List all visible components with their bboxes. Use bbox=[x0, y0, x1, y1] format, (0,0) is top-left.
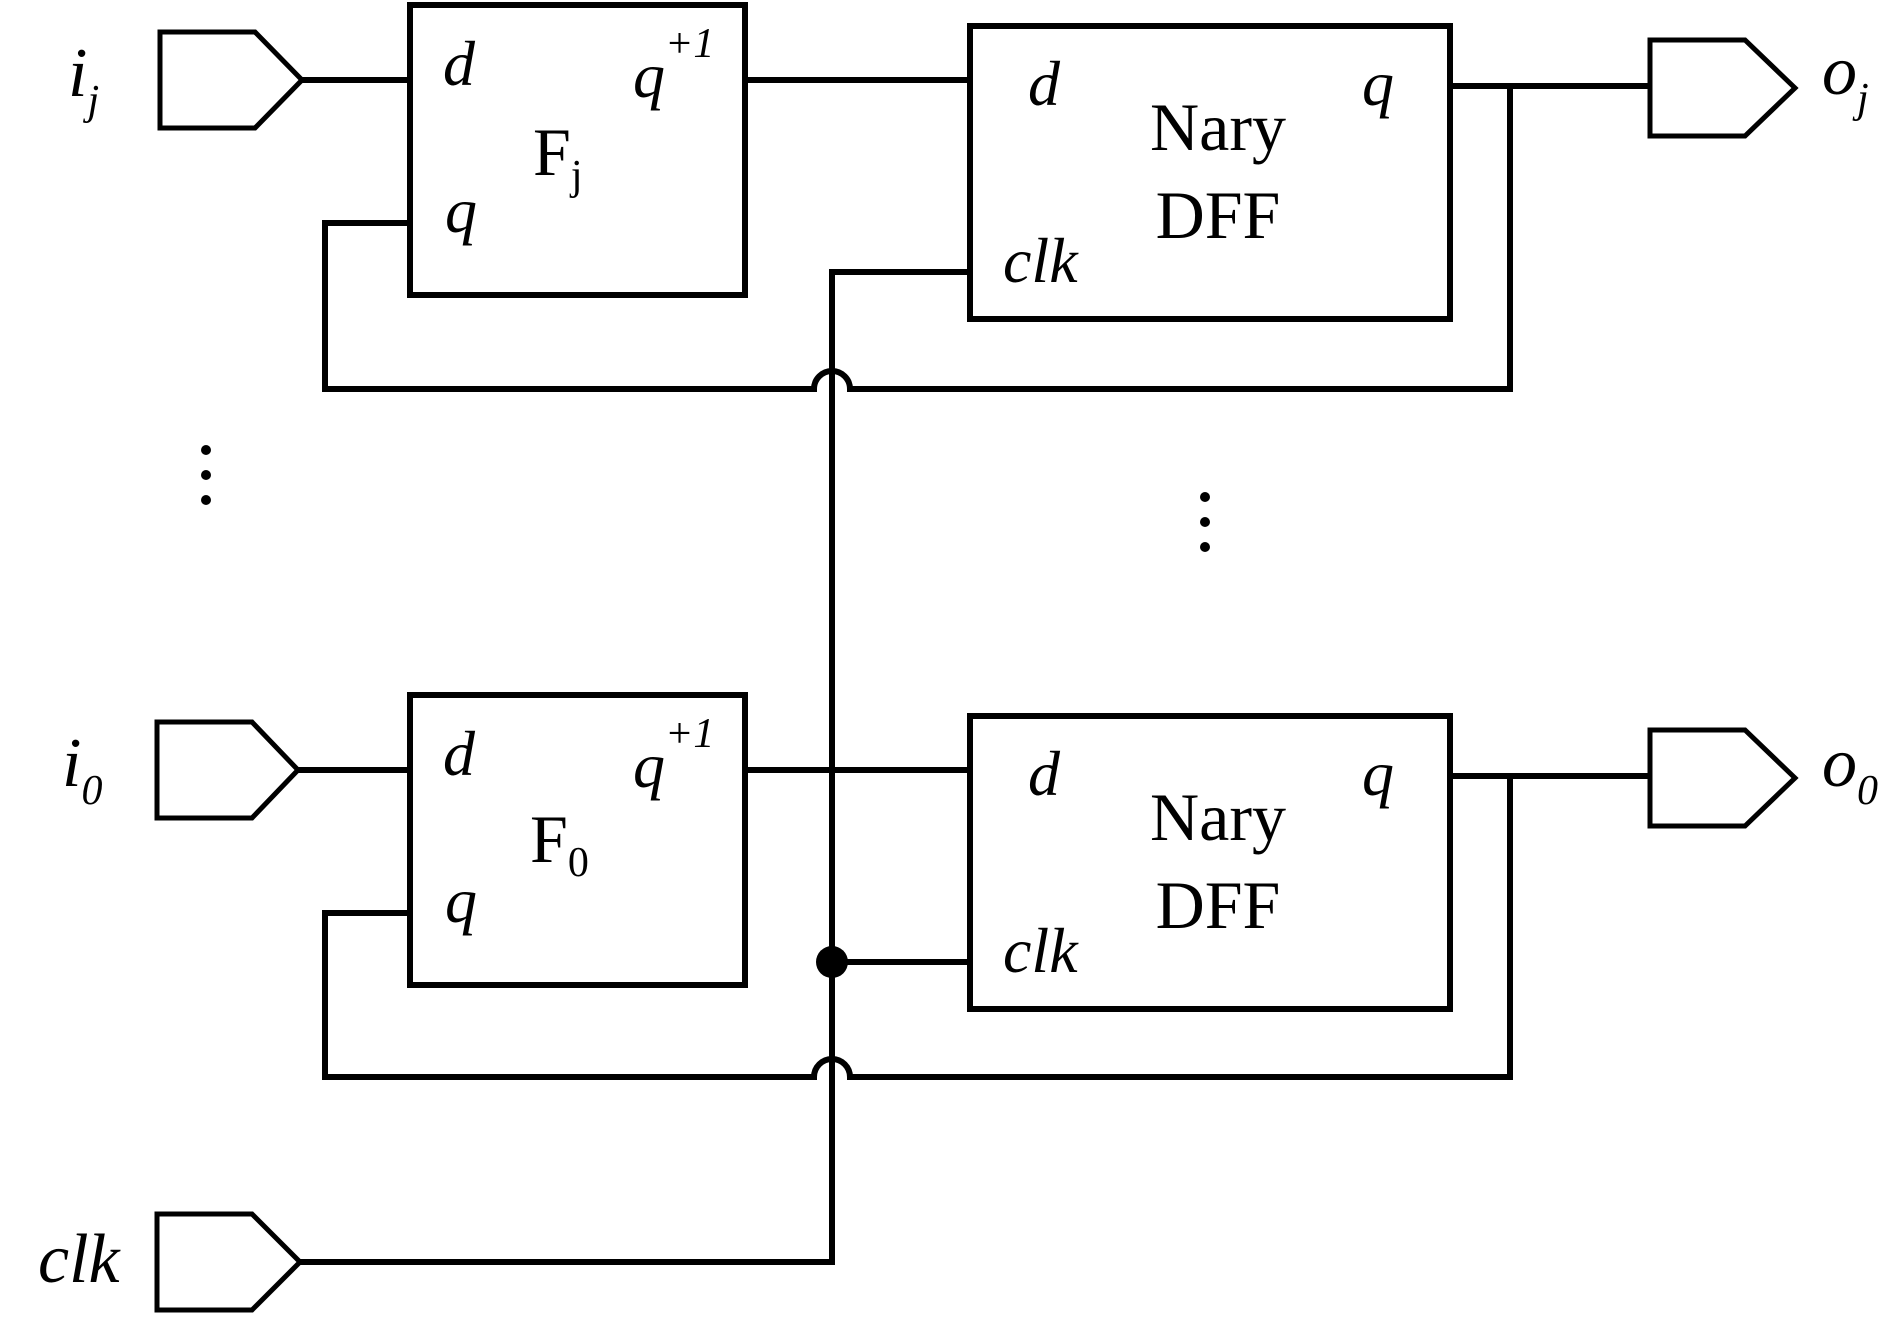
fj-pin-q: q bbox=[445, 175, 477, 246]
fj-pin-qnext: q+1 bbox=[633, 21, 714, 111]
input-label-ij: ij bbox=[68, 35, 99, 124]
output-label-oj: oj bbox=[1822, 33, 1869, 122]
f0-pin-d: d bbox=[443, 718, 476, 789]
f0-pin-qnext: q+1 bbox=[633, 711, 714, 801]
input-label-clk: clk bbox=[38, 1221, 122, 1298]
output-port-oj bbox=[1647, 37, 1799, 139]
input-port-i0 bbox=[154, 719, 302, 821]
dffj-pin-d: d bbox=[1028, 48, 1061, 119]
fj-name: Fj bbox=[533, 114, 583, 199]
clk-junction-dot bbox=[816, 946, 848, 978]
dff0-title-line2: DFF bbox=[1156, 867, 1281, 943]
block-fj bbox=[407, 2, 748, 298]
block-dff-0 bbox=[967, 713, 1453, 1012]
block-f0 bbox=[407, 692, 748, 988]
dffj-pin-clk: clk bbox=[1003, 225, 1079, 296]
dffj-title-line1: Nary bbox=[1150, 89, 1286, 165]
dffj-title-line2: DFF bbox=[1156, 177, 1281, 253]
f0-pin-q: q bbox=[445, 865, 477, 936]
input-label-i0: i0 bbox=[62, 725, 102, 814]
input-port-clk bbox=[154, 1211, 304, 1313]
input-port-ij bbox=[157, 29, 306, 131]
f0-name: F0 bbox=[530, 801, 589, 886]
fj-pin-d: d bbox=[443, 28, 476, 99]
ellipsis-left bbox=[201, 445, 211, 505]
dff0-pin-clk: clk bbox=[1003, 915, 1079, 986]
output-label-o0: o0 bbox=[1822, 725, 1878, 814]
block-dff-j bbox=[967, 23, 1453, 322]
ellipsis-right bbox=[1200, 492, 1210, 552]
output-port-o0 bbox=[1647, 727, 1799, 829]
wire-clk-bus bbox=[297, 269, 973, 1265]
dffj-pin-q: q bbox=[1362, 48, 1394, 119]
dff0-pin-q: q bbox=[1362, 738, 1394, 809]
dff0-title-line1: Nary bbox=[1150, 779, 1286, 855]
dff0-pin-d: d bbox=[1028, 738, 1061, 809]
